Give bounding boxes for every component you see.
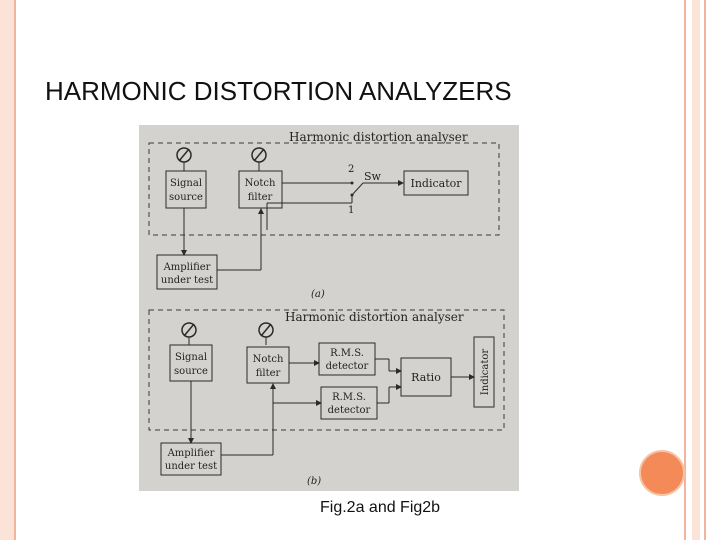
signal-source-a-line1: Signal xyxy=(170,178,202,189)
indicator-b-block xyxy=(473,336,495,408)
slide-title: HARMONIC DISTORTION ANALYZERS xyxy=(45,76,512,106)
ratio-label: Ratio xyxy=(411,371,441,384)
rms-detector-1-line1: R.M.S. xyxy=(330,348,364,359)
frame-right-line xyxy=(684,0,686,540)
notch-filter-b-block xyxy=(246,346,290,384)
signal-source-b-knob-icon xyxy=(181,322,197,345)
notch-filter-a-line1: Notch xyxy=(245,178,276,189)
switch-a-label: Sw xyxy=(364,170,382,183)
amplifier-a-wires xyxy=(181,208,264,271)
signal-source-a-line2: source xyxy=(169,192,203,203)
diagram-svg: Harmonic distortion analyser Signal sour… xyxy=(139,125,519,491)
frame-right-band xyxy=(692,0,700,540)
frame-left-band xyxy=(0,0,16,540)
amplifier-a-line2: under test xyxy=(161,275,213,286)
amplifier-a-line1: Amplifier xyxy=(163,262,211,273)
notch-filter-b-line2: filter xyxy=(256,368,281,379)
signal-source-b-line2: source xyxy=(174,366,208,377)
notch-filter-a-line2: filter xyxy=(248,192,273,203)
frame-right-line-outer xyxy=(704,0,706,540)
analyser-a-boundary xyxy=(148,142,500,236)
frame-left-line xyxy=(14,0,16,540)
diagram-photo: Harmonic distortion analyser Signal sour… xyxy=(139,125,519,491)
figure-caption: Fig.2a and Fig2b xyxy=(320,499,441,516)
figure-a-label: (a) xyxy=(311,289,325,300)
notch-filter-b-knob-icon xyxy=(258,322,274,345)
indicator-b-label: Indicator xyxy=(480,349,491,396)
switch-a-icon xyxy=(266,180,404,230)
indicator-a-block xyxy=(403,170,469,196)
rms-detector-2-line2: detector xyxy=(328,405,371,416)
analyser-a-header: Harmonic distortion analyser xyxy=(289,130,468,144)
signal-source-b-line1: Signal xyxy=(175,352,207,363)
amplifier-b-line2: under test xyxy=(165,461,217,472)
decorative-orange-circle xyxy=(639,450,685,496)
analyser-b-boundary xyxy=(148,309,505,431)
amplifier-a-block xyxy=(156,254,218,290)
figure-b-wires xyxy=(188,358,475,456)
rms-detector-1-line2: detector xyxy=(326,361,369,372)
amplifier-b-line1: Amplifier xyxy=(167,448,215,459)
notch-filter-b-line1: Notch xyxy=(253,354,284,365)
indicator-a-label: Indicator xyxy=(410,177,462,190)
rms-detector-2-line1: R.M.S. xyxy=(332,392,366,403)
signal-source-a-knob-icon xyxy=(176,147,192,171)
analyser-b-header: Harmonic distortion analyser xyxy=(285,310,464,324)
signal-source-a-block xyxy=(165,170,207,209)
amplifier-b-block xyxy=(160,442,222,476)
switch-pos-2-label: 2 xyxy=(348,164,354,175)
figure-b-label: (b) xyxy=(307,476,321,487)
switch-pos-1-label: 1 xyxy=(348,205,354,216)
notch-filter-a-knob-icon xyxy=(251,147,267,171)
